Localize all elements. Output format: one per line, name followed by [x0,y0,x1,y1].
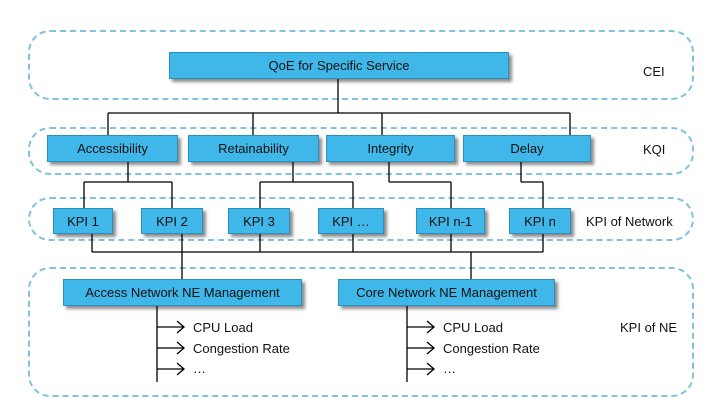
core-metric-congestion-rate: Congestion Rate [443,341,540,356]
kqi-box-retainability: Retainability [188,135,319,162]
cei-layer [28,30,694,100]
access-metric-congestion-rate: Congestion Rate [193,341,290,356]
kqi-box-delay: Delay [463,135,591,162]
cei-layer-label: CEI [643,64,665,79]
kqi-layer [28,127,694,175]
core-metric-ellipsis: … [443,361,456,376]
kpi-box-n: KPI n [509,208,571,234]
core-ne-management-box: Core Network NE Management [338,279,555,306]
kqi-layer-label: KQI [643,142,666,157]
kpi-network-layer-label: KPI of Network [586,214,673,229]
kpi-box-n-minus-1: KPI n-1 [416,208,485,234]
kpi-network-layer [28,197,694,241]
kqi-box-accessibility: Accessibility [47,135,178,162]
access-metric-ellipsis: … [193,361,206,376]
access-metric-cpu-load: CPU Load [193,320,253,335]
kpi-box-2: KPI 2 [141,208,203,234]
kpi-box-3: KPI 3 [228,208,290,234]
kpi-ne-layer [28,267,694,397]
core-metric-cpu-load: CPU Load [443,320,503,335]
kpi-box-ellipsis: KPI … [318,208,384,234]
kqi-box-integrity: Integrity [326,135,455,162]
kpi-ne-layer-label: KPI of NE [620,320,678,335]
kpi-box-1: KPI 1 [53,208,113,234]
qoe-box: QoE for Specific Service [169,52,509,79]
access-ne-management-box: Access Network NE Management [63,279,302,306]
